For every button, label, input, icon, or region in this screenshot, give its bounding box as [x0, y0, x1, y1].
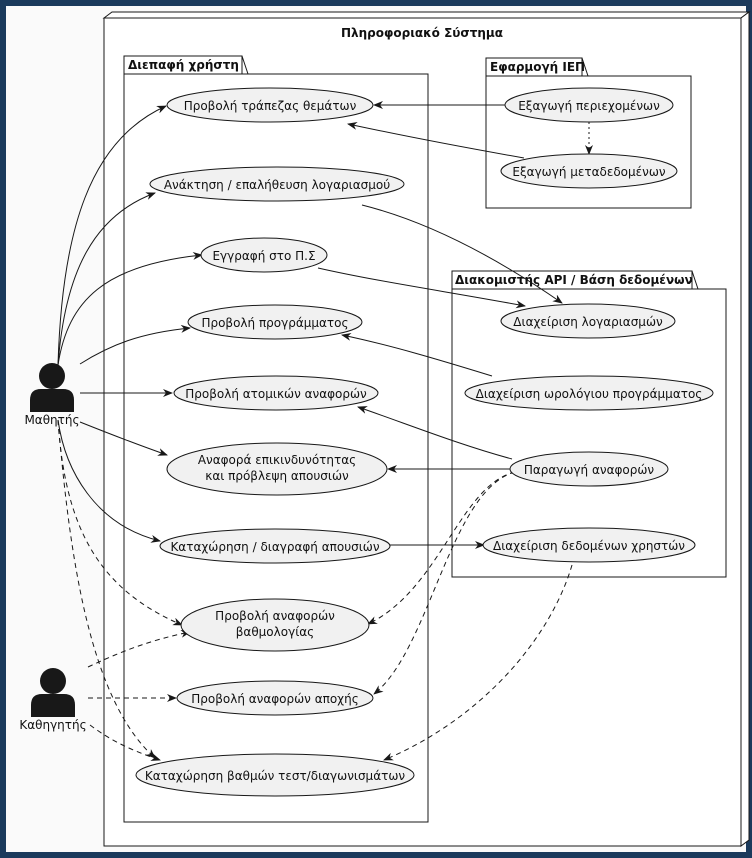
actor-teacher-label: Καθηγητής: [19, 718, 86, 732]
svg-text:Καταχώρηση βαθμών τεστ/διαγωνι: Καταχώρηση βαθμών τεστ/διαγωνισμάτων: [145, 769, 405, 783]
actor-student-label: Μαθητής: [24, 413, 79, 427]
actor-teacher: Καθηγητής: [19, 668, 87, 732]
svg-text:Εγγραφή στο Π.Σ: Εγγραφή στο Π.Σ: [212, 249, 315, 263]
usecase-dropout-reports: Προβολή αναφορών αποχής: [176, 680, 374, 716]
usecase-register: Εγγραφή στο Π.Σ: [200, 237, 328, 273]
usecase-metadata-export: Εξαγωγή μεταδεδομένων: [500, 153, 678, 189]
usecase-risk-report: Αναφορά επικινδυνότητας και πρόβλεψη απο…: [166, 442, 388, 496]
svg-text:Παραγωγή αναφορών: Παραγωγή αναφορών: [524, 463, 655, 477]
person-icon: [30, 363, 74, 412]
usecase-timetable-mgmt: Διαχείριση ωρολόγιου προγράμματος: [464, 375, 714, 411]
svg-text:Ανάκτηση / επαλήθευση λογαριασ: Ανάκτηση / επαλήθευση λογαριασμού: [164, 178, 390, 192]
svg-text:Αναφορά επικινδυνότητας: Αναφορά επικινδυνότητας: [198, 453, 356, 467]
svg-text:και πρόβλεψη απουσιών: και πρόβλεψη απουσιών: [205, 469, 349, 483]
svg-text:Διαχείριση δεδομένων χρηστών: Διαχείριση δεδομένων χρηστών: [493, 539, 685, 553]
usecase-content-export: Εξαγωγή περιεχομένων: [504, 87, 674, 123]
package-iep-title: Εφαρμογή ΙΕΠ: [490, 60, 585, 74]
person-icon: [31, 668, 75, 717]
package-ui-title: Διεπαφή χρήστη: [128, 58, 239, 72]
system-title: Πληροφοριακό Σύστημα: [341, 26, 503, 40]
actor-student: Μαθητής: [24, 363, 80, 427]
usecase-report-generation: Παραγωγή αναφορών: [509, 451, 669, 487]
svg-text:Εξαγωγή μεταδεδομένων: Εξαγωγή μεταδεδομένων: [512, 165, 665, 179]
svg-text:Εξαγωγή περιεχομένων: Εξαγωγή περιεχομένων: [518, 99, 660, 113]
edges: [57, 101, 593, 761]
svg-text:Προβολή αναφορών αποχής: Προβολή αναφορών αποχής: [191, 692, 359, 706]
svg-text:Προβολή αναφορών: Προβολή αναφορών: [215, 609, 335, 623]
usecase-absence-entry: Καταχώρηση / διαγραφή απουσιών: [159, 528, 391, 564]
svg-text:Διαχείριση λογαριασμών: Διαχείριση λογαριασμών: [513, 315, 663, 329]
usecase-account-mgmt: Διαχείριση λογαριασμών: [500, 303, 676, 339]
usecase-user-data-mgmt: Διαχείριση δεδομένων χρηστών: [482, 527, 696, 563]
usecase-grade-reports: Προβολή αναφορών βαθμολογίας: [180, 598, 370, 652]
svg-text:Προβολή ατομικών αναφορών: Προβολή ατομικών αναφορών: [185, 387, 367, 401]
usecase-grade-entry: Καταχώρηση βαθμών τεστ/διαγωνισμάτων: [135, 753, 415, 797]
usecase-question-bank: Προβολή τράπεζας θεμάτων: [166, 87, 374, 123]
svg-text:Διαχείριση ωρολόγιου προγράμμα: Διαχείριση ωρολόγιου προγράμματος: [476, 387, 703, 401]
svg-text:Καταχώρηση / διαγραφή απουσιών: Καταχώρηση / διαγραφή απουσιών: [170, 540, 379, 554]
svg-text:Προβολή προγράμματος: Προβολή προγράμματος: [201, 316, 348, 330]
svg-text:Προβολή τράπεζας θεμάτων: Προβολή τράπεζας θεμάτων: [184, 99, 357, 113]
usecase-view-schedule: Προβολή προγράμματος: [187, 304, 363, 340]
svg-text:βαθμολογίας: βαθμολογίας: [236, 625, 314, 639]
package-api-title: Διακομιστής API / Βάση δεδομένων: [455, 273, 693, 287]
usecase-account-recovery: Ανάκτηση / επαλήθευση λογαριασμού: [149, 166, 405, 202]
usecase-individual-reports: Προβολή ατομικών αναφορών: [173, 375, 379, 411]
